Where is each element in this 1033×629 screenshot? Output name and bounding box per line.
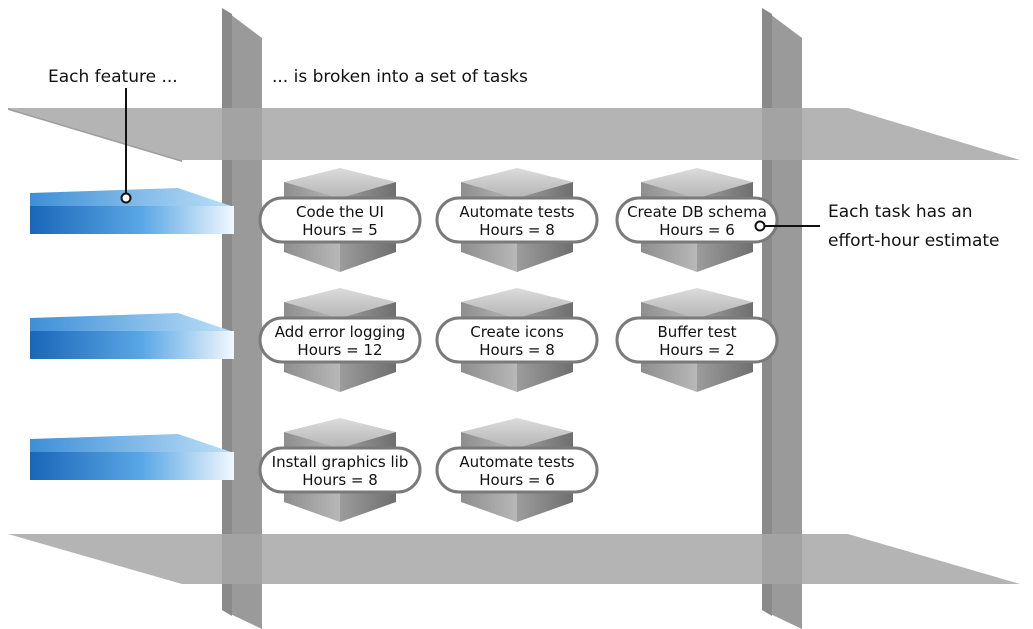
task-hours: Hours = 8	[479, 221, 555, 239]
task-hours: Hours = 6	[659, 221, 735, 239]
feature-annotation: Each feature ...	[48, 67, 178, 87]
task-hours: Hours = 5	[302, 221, 378, 239]
feature-block	[30, 434, 234, 480]
task-cube-top	[284, 168, 396, 198]
feature-block-front	[30, 331, 234, 359]
task-name: Create DB schema	[627, 203, 767, 221]
task-name: Create icons	[470, 323, 564, 341]
task-cube-top	[641, 168, 753, 198]
task-name: Buffer test	[657, 323, 736, 341]
task-hours: Hours = 2	[659, 341, 735, 359]
feature-callout: Each feature ...	[48, 67, 178, 204]
feature-block-top	[30, 434, 234, 454]
feature-block-front	[30, 206, 234, 234]
feature-block	[30, 313, 234, 359]
task-label-pill	[258, 196, 422, 244]
estimate-callout-dot	[754, 220, 766, 232]
tasks-annotation: ... is broken into a set of tasks	[272, 67, 528, 87]
task-label-pill	[435, 446, 599, 494]
task-name: Install graphics lib	[272, 453, 409, 471]
task-cube-top	[461, 418, 573, 448]
estimate-annotation-line2: effort-hour estimate	[828, 231, 1000, 251]
task-label-pill	[615, 196, 779, 244]
task-hours: Hours = 12	[297, 341, 382, 359]
task-cube-top	[641, 288, 753, 318]
task-name: Add error logging	[275, 323, 405, 341]
feature-block-top	[30, 313, 234, 333]
horizontal-beam-top	[8, 108, 1020, 162]
horizontal-beam-bottom	[8, 534, 1020, 584]
post-right-front-bottom	[762, 534, 802, 584]
task-name: Automate tests	[459, 453, 574, 471]
task-cube-top	[284, 288, 396, 318]
features	[30, 188, 234, 480]
task-label-pill	[435, 196, 599, 244]
task-name: Automate tests	[459, 203, 574, 221]
task-label-pill	[258, 446, 422, 494]
task-cube-top	[461, 288, 573, 318]
task-hours: Hours = 8	[479, 341, 555, 359]
feature-block	[30, 188, 234, 234]
feature-callout-dot	[120, 192, 132, 204]
task-name: Code the UI	[296, 203, 384, 221]
estimate-callout: Each task has an effort-hour estimate	[754, 202, 1000, 251]
task-label-pill	[258, 316, 422, 364]
task-label-pill	[435, 316, 599, 364]
feature-block-front	[30, 452, 234, 480]
task-cube-top	[461, 168, 573, 198]
post-left-front-bottom	[222, 534, 262, 584]
post-left-front-top	[222, 108, 262, 160]
task-cube-top	[284, 418, 396, 448]
estimate-annotation-line1: Each task has an	[828, 202, 973, 222]
task-hours: Hours = 6	[479, 471, 555, 489]
task-hours: Hours = 8	[302, 471, 378, 489]
post-right-front-top	[762, 108, 802, 160]
task-label-pill	[615, 316, 779, 364]
feature-block-top	[30, 188, 234, 208]
